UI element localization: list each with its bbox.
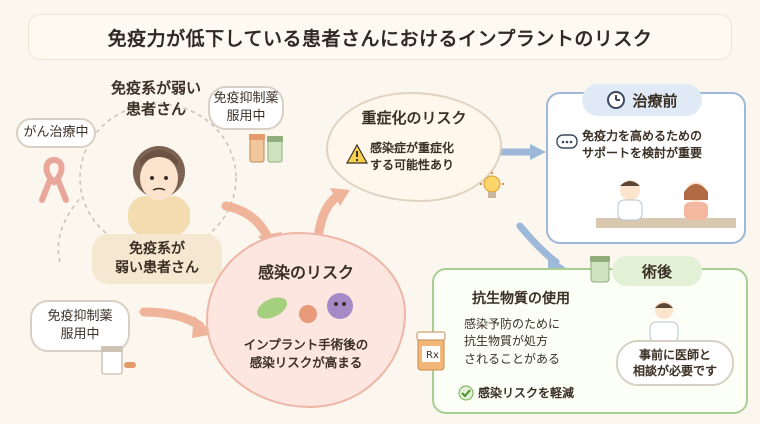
infection-risk-heading: 感染のリスク (257, 263, 354, 282)
svg-text:Rx: Rx (426, 350, 439, 361)
check-icon (458, 385, 474, 400)
arrow-head (330, 188, 350, 206)
body-line: 感染症が重症化 (370, 141, 455, 155)
bubble-line: 服用中 (60, 327, 100, 342)
after-treatment-heading-pill: 術後 (612, 256, 702, 286)
warning-icon (346, 144, 368, 164)
chat-icon (556, 134, 578, 149)
body-line: 抗生物質が処方 (464, 334, 549, 349)
patient-illustration (128, 146, 190, 236)
severe-risk-cloud (326, 92, 502, 202)
before-treatment-body: 免疫力を高めるための サポートを検討が重要 (582, 128, 732, 163)
clock-icon (607, 91, 626, 109)
pill-bottle-icon (101, 346, 136, 375)
cancer-treatment-bubble: がん治療中 (16, 118, 96, 148)
pill-line: 免疫系が (129, 241, 185, 258)
risk-reduction-text: 感染リスクを軽減 (478, 386, 575, 400)
bubble-line: 免疫抑制薬 (47, 309, 113, 325)
bubble-line: 服用中 (226, 109, 266, 124)
arrow-head (530, 144, 546, 160)
cancer-treatment-text: がん治療中 (23, 125, 89, 141)
arrow-immuno-to-infection (139, 307, 205, 331)
weak-immune-patient-pill: 免疫系が 弱い患者さん (92, 234, 222, 284)
body-line: インプラント手術後の (243, 337, 369, 352)
immunosuppressant-bubble-top: 免疫抑制薬 服用中 (208, 86, 284, 130)
body-line: サポートを検討が重要 (582, 146, 703, 161)
antibiotic-body: 感染予防のために 抗生物質が処方 されることがある (464, 316, 594, 368)
severe-risk-body: 感染症が重症化 する可能性あり (370, 140, 470, 175)
page-title: 免疫力が低下している患者さんにおけるインプラントのリスク (107, 27, 653, 50)
antibiotic-heading: 抗生物質の使用 (472, 291, 570, 307)
pill-line: 弱い患者さん (115, 260, 199, 276)
after-treatment-heading: 術後 (641, 262, 672, 281)
pill-bottle-icon (590, 256, 610, 283)
immunosuppressant-bubble-bottom: 免疫抑制薬 服用中 (30, 300, 130, 352)
before-treatment-heading-pill: 治療前 (582, 84, 702, 116)
patient-dashed-ring (79, 103, 237, 253)
risk-reduction-row: 感染リスクを軽減 (458, 384, 574, 401)
infection-risk-body: インプラント手術後の 感染リスクが高まる (226, 336, 386, 372)
note-line: 相談が必要です (632, 364, 717, 378)
pill-bottle-icon (249, 134, 283, 163)
body-line: 免疫力を高めるための (582, 129, 703, 143)
prescription-bottle-icon: Rx (416, 331, 446, 371)
before-treatment-heading: 治療前 (632, 91, 678, 110)
note-line: 事前に医師と (638, 347, 711, 362)
dashed-connector (57, 195, 83, 263)
ribbon-icon (39, 156, 69, 203)
label-line: 免疫系が弱い (110, 79, 201, 97)
severe-risk-heading: 重症化のリスク (361, 109, 467, 127)
body-line: 感染リスクが高まる (249, 355, 363, 371)
title-bar: 免疫力が低下している患者さんにおけるインプラントのリスク (28, 14, 732, 60)
doctor-icon (649, 301, 679, 343)
arrow-patient-to-infection (221, 201, 273, 243)
weak-immune-patient-label: 免疫系が弱い 患者さん (96, 78, 216, 120)
label-line: 患者さん (125, 100, 186, 118)
body-line: 感染予防のために (464, 317, 561, 331)
body-line: されることがある (464, 351, 561, 366)
consultation-illustration (596, 180, 736, 228)
arrow-infection-to-severe (313, 191, 343, 243)
body-line: する可能性あり (370, 158, 455, 173)
doctor-note-bubble: 事前に医師と 相談が必要です (616, 340, 734, 386)
germ-icon (257, 293, 353, 323)
bubble-line: 免疫抑制薬 (213, 91, 279, 107)
lightbulb-icon (480, 172, 504, 198)
